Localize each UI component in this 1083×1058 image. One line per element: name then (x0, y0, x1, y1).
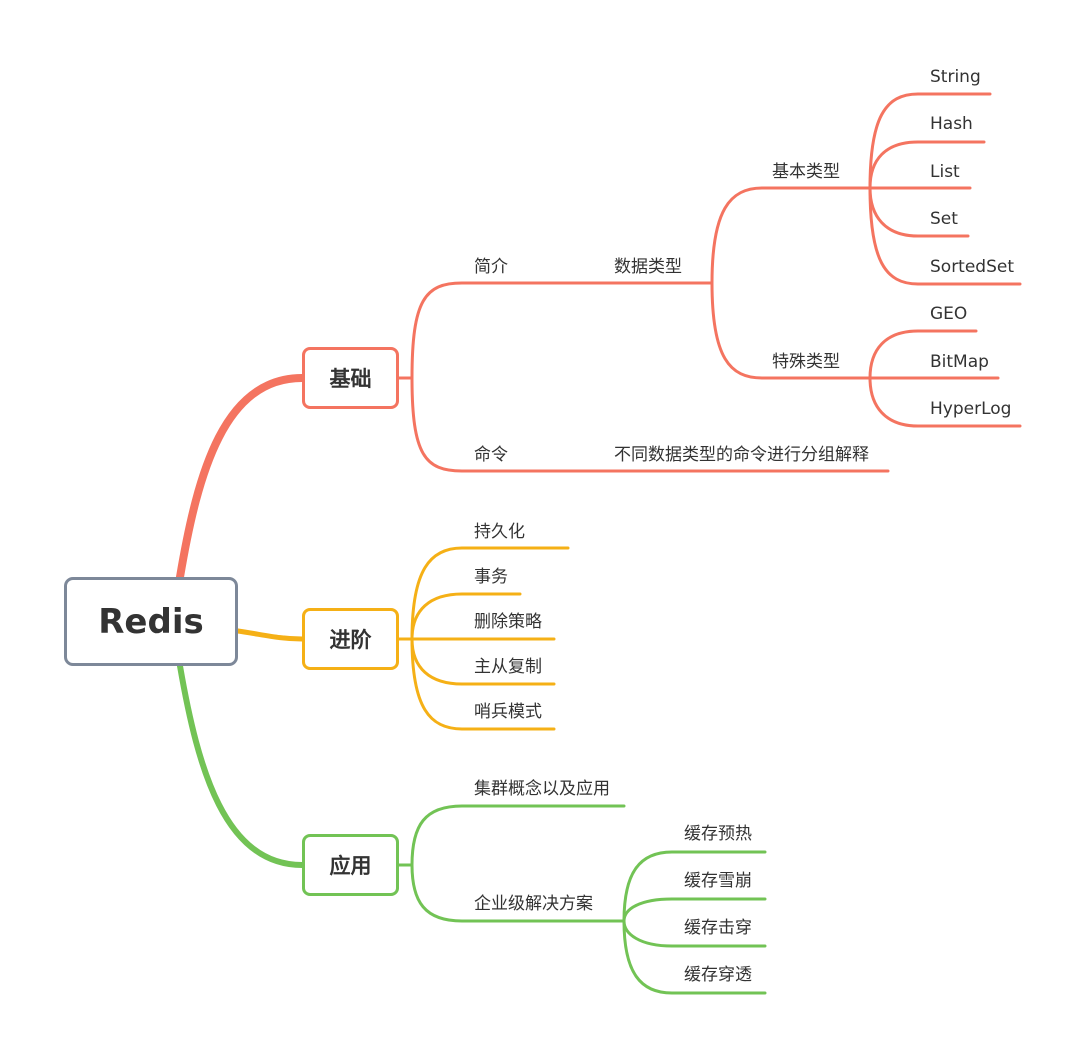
transaction-link (410, 592, 522, 641)
transaction-node[interactable]: 事务 (474, 567, 508, 587)
hash-link (868, 140, 986, 190)
string-node[interactable]: String (930, 67, 981, 87)
geo-link (868, 329, 978, 380)
advanced-node[interactable]: 进阶 (302, 608, 399, 670)
cluster-link (410, 804, 626, 867)
intro-node[interactable]: 简介 (474, 257, 508, 277)
hyperlog-node[interactable]: HyperLog (930, 399, 1012, 419)
command-node[interactable]: 命令 (474, 445, 508, 465)
enterprise-link (410, 863, 626, 923)
persistence-node[interactable]: 持久化 (474, 522, 525, 542)
penetration-link (622, 919, 767, 995)
root-to-advanced-link (235, 628, 305, 642)
datatype-to-basic-types-link (710, 186, 872, 285)
basic-node[interactable]: 基础 (302, 347, 399, 409)
special-types-node[interactable]: 特殊类型 (772, 352, 840, 372)
eviction-policy-node[interactable]: 删除策略 (474, 612, 542, 632)
enterprise-node[interactable]: 企业级解决方案 (474, 894, 593, 914)
persistence-link (410, 546, 570, 641)
set-node[interactable]: Set (930, 209, 958, 229)
hash-node[interactable]: Hash (930, 114, 973, 134)
geo-node[interactable]: GEO (930, 304, 968, 324)
replication-node[interactable]: 主从复制 (474, 657, 542, 677)
command-link (410, 376, 542, 473)
datatype-to-special-types-link (710, 281, 872, 380)
cache-penetration-node[interactable]: 缓存穿透 (684, 965, 752, 985)
cache-warmup-node[interactable]: 缓存预热 (684, 824, 752, 844)
warmup-link (622, 850, 767, 923)
bitmap-node[interactable]: BitMap (930, 352, 989, 372)
root-to-app-link (177, 663, 305, 868)
sentinel-node[interactable]: 哨兵模式 (474, 702, 542, 722)
avalanche-link (622, 897, 767, 923)
intro-link (410, 281, 542, 380)
cache-avalanche-node[interactable]: 缓存雪崩 (684, 871, 752, 891)
root-node[interactable]: Redis (64, 577, 238, 666)
sentinel-link (410, 637, 556, 731)
root-to-basic-link (176, 374, 306, 581)
app-node[interactable]: 应用 (302, 834, 399, 896)
list-node[interactable]: List (930, 162, 960, 182)
cache-breakdown-node[interactable]: 缓存击穿 (684, 918, 752, 938)
cluster-node[interactable]: 集群概念以及应用 (474, 779, 610, 799)
hyperlog-link (868, 376, 1022, 428)
command-detail-node[interactable]: 不同数据类型的命令进行分组解释 (614, 445, 869, 465)
sortedset-node[interactable]: SortedSet (930, 257, 1015, 277)
basic-types-node[interactable]: 基本类型 (772, 162, 840, 182)
string-link (868, 92, 992, 190)
datatype-node[interactable]: 数据类型 (614, 257, 682, 277)
sortedset-link (868, 186, 1022, 286)
